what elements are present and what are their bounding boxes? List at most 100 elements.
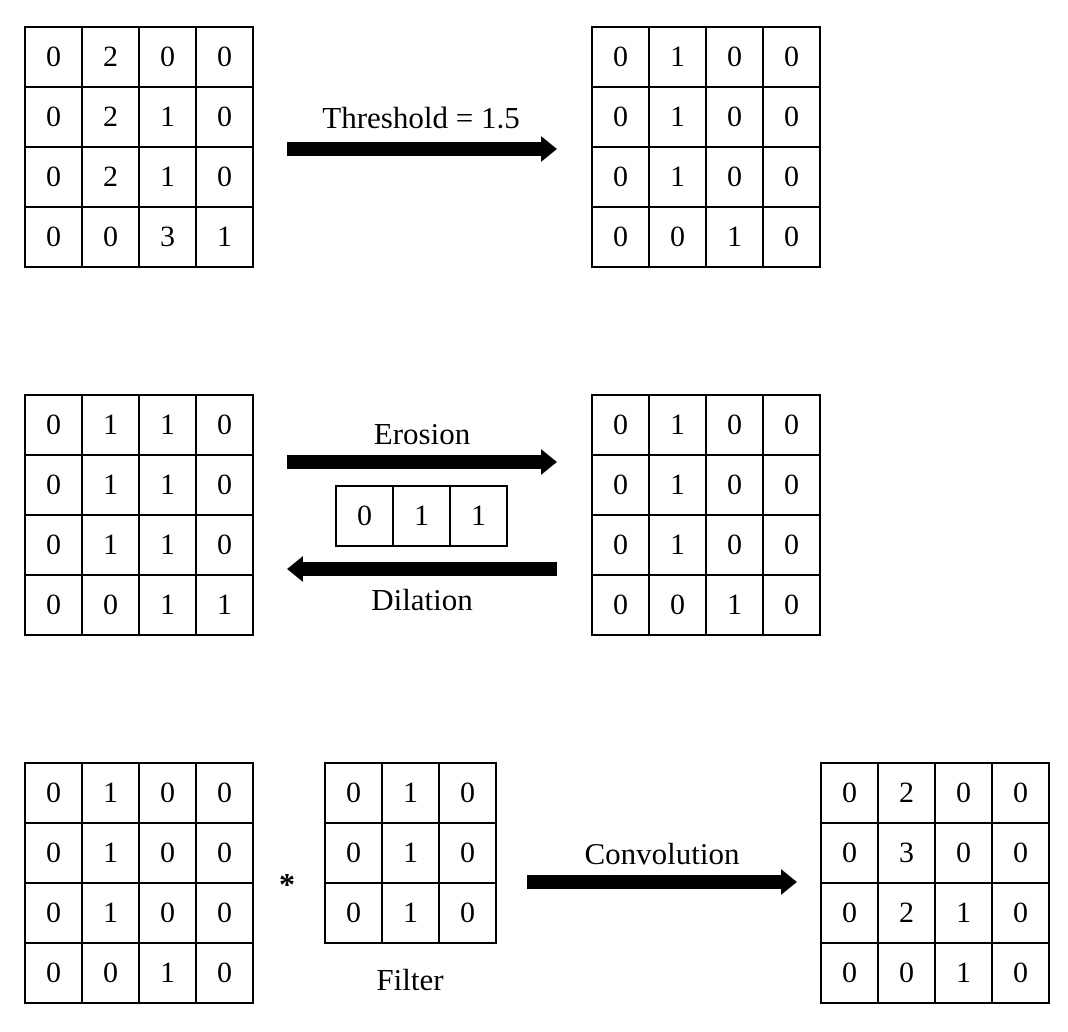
grid-cell: 2 xyxy=(877,762,936,824)
grid-cell: 0 xyxy=(934,822,993,884)
grid-cell: 2 xyxy=(81,146,140,208)
convolution-operator: * xyxy=(279,866,295,902)
convolution-arrow xyxy=(527,869,797,895)
grid-cell: 0 xyxy=(820,882,879,944)
grid-cell: 0 xyxy=(705,394,764,456)
grid-cell: 0 xyxy=(24,26,83,88)
grid-cell: 0 xyxy=(591,86,650,148)
grid-cell: 0 xyxy=(591,206,650,268)
grid-cell: 0 xyxy=(81,942,140,1004)
grid-cell: 0 xyxy=(24,882,83,944)
grid-cell: 1 xyxy=(648,394,707,456)
grid-cell: 0 xyxy=(991,822,1050,884)
filter-label: Filter xyxy=(376,962,444,997)
grid-cell: 0 xyxy=(591,26,650,88)
grid-cell: 1 xyxy=(81,514,140,576)
grid-cell: 1 xyxy=(138,86,197,148)
grid-cell: 0 xyxy=(324,822,383,884)
grid-cell: 1 xyxy=(81,762,140,824)
grid-cell: 0 xyxy=(138,26,197,88)
grid-cell: 0 xyxy=(195,762,254,824)
grid-cell: 0 xyxy=(195,822,254,884)
grid-cell: 1 xyxy=(934,942,993,1004)
grid-cell: 0 xyxy=(24,454,83,516)
grid-cell: 1 xyxy=(138,454,197,516)
grid-cell: 0 xyxy=(24,146,83,208)
grid-cell: 3 xyxy=(877,822,936,884)
grid-cell: 0 xyxy=(762,86,821,148)
grid-cell: 1 xyxy=(934,882,993,944)
grid-cell: 0 xyxy=(820,762,879,824)
grid-cell: 0 xyxy=(762,514,821,576)
grid-cell: 0 xyxy=(81,574,140,636)
grid-cell: 1 xyxy=(648,86,707,148)
grid-cell: 0 xyxy=(820,942,879,1004)
grid-cell: 0 xyxy=(705,26,764,88)
grid-cell: 0 xyxy=(195,454,254,516)
grid-cell: 1 xyxy=(381,822,440,884)
grid-cell: 1 xyxy=(81,822,140,884)
grid-cell: 1 xyxy=(81,454,140,516)
grid-cell: 0 xyxy=(138,822,197,884)
grid-cell: 1 xyxy=(648,514,707,576)
grid-cell: 0 xyxy=(762,206,821,268)
grid-cell: 1 xyxy=(195,574,254,636)
grid-cell: 0 xyxy=(24,394,83,456)
grid-cell: 1 xyxy=(138,942,197,1004)
grid-cell: 1 xyxy=(138,514,197,576)
grid-cell: 3 xyxy=(138,206,197,268)
dilation-label: Dilation xyxy=(371,582,473,617)
threshold-arrow xyxy=(287,136,557,162)
grid-cell: 0 xyxy=(705,514,764,576)
grid-cell: 0 xyxy=(877,942,936,1004)
grid-cell: 1 xyxy=(705,206,764,268)
grid-cell: 1 xyxy=(138,574,197,636)
grid-cell: 1 xyxy=(648,146,707,208)
grid-cell: 1 xyxy=(138,394,197,456)
grid-cell: 0 xyxy=(591,574,650,636)
grid-cell: 0 xyxy=(195,942,254,1004)
grid-cell: 1 xyxy=(381,882,440,944)
grid-cell: 1 xyxy=(648,454,707,516)
grid-cell: 1 xyxy=(449,485,508,547)
grid-cell: 0 xyxy=(138,762,197,824)
grid-cell: 0 xyxy=(24,514,83,576)
grid-cell: 0 xyxy=(438,762,497,824)
grid-cell: 0 xyxy=(591,514,650,576)
grid-cell: 0 xyxy=(24,206,83,268)
grid-cell: 0 xyxy=(705,454,764,516)
convolution-label: Convolution xyxy=(584,836,740,871)
grid-cell: 1 xyxy=(81,394,140,456)
grid-cell: 1 xyxy=(381,762,440,824)
grid-cell: 0 xyxy=(438,882,497,944)
grid-cell: 0 xyxy=(24,942,83,1004)
grid-cell: 0 xyxy=(705,86,764,148)
grid-cell: 0 xyxy=(762,394,821,456)
grid-cell: 0 xyxy=(762,454,821,516)
grid-cell: 0 xyxy=(195,146,254,208)
grid-cell: 0 xyxy=(24,574,83,636)
